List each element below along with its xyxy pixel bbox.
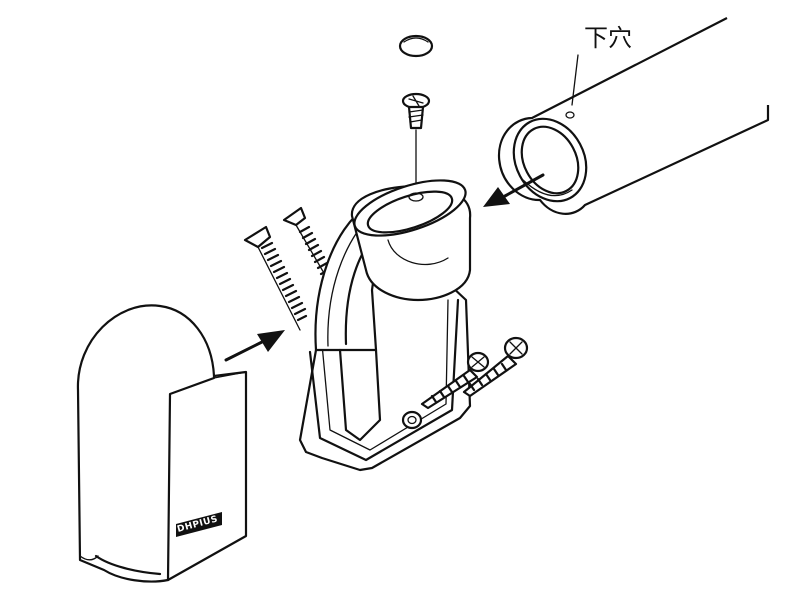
bracket-screw-1 [462, 336, 529, 398]
bracket [298, 179, 472, 472]
end-cover: DHPIUS [76, 304, 248, 583]
pilot-hole [565, 54, 579, 119]
screw-cap [398, 34, 434, 58]
label-pilot-hole: 下穴 [584, 24, 632, 52]
wall-screw-2 [282, 206, 331, 281]
wall-screw-1 [243, 225, 308, 331]
cover-logo-plate [176, 512, 222, 537]
pipe [497, 17, 770, 215]
top-screw [401, 92, 431, 189]
arrow-pipe-to-bracket [483, 173, 545, 207]
arrow-cover-to-bracket [224, 330, 285, 362]
bracket-screw-2 [420, 351, 490, 410]
